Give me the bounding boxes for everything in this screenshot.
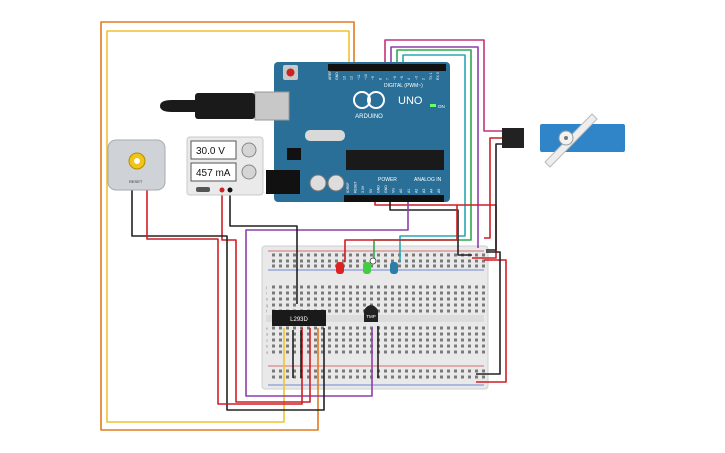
power-supply[interactable]: 30.0 V 457 mA [186,136,264,196]
current-knob[interactable] [241,164,257,180]
breadboard-row-letter: c [266,338,268,343]
arduino-pin-label: AREF [328,71,332,80]
wire-black-motor[interactable] [131,190,325,411]
led-blue[interactable] [390,262,398,274]
arduino-pin-label: ~6 [393,76,397,80]
arduino-pin-label: 12 [350,76,354,80]
breadboard-row-letter: a [266,350,269,355]
wire-yellow[interactable] [106,30,350,423]
arduino-pin-label: RESET [354,180,358,193]
arduino-pin-label: A3 [422,189,426,193]
breadboard-row-letter: e [266,326,269,331]
arduino-pin-label: 13 [342,76,346,80]
arduino-pin-label: 2 [422,78,426,80]
wire-purple-bottom[interactable] [245,197,409,397]
arduino-analog-header: ANALOG IN [414,177,442,183]
breadboard-row-letter: b [266,344,269,349]
arduino-pin-label: A0 [399,189,403,193]
arduino-pin-label: ~10 [364,74,368,80]
power-supply-current: 457 mA [196,168,231,179]
breadboard-row-letter: f [266,309,268,314]
breadboard-row-letter: j [265,285,267,290]
arduino-brand: ARDUINO [355,114,383,120]
breadboard-row-letter: d [266,332,268,337]
wire-red-led[interactable] [344,205,458,262]
wire-black-rail[interactable] [476,251,501,375]
arduino-pin-label: GND [335,72,339,80]
arduino-logo-icon [353,91,385,109]
wire-red-servo[interactable] [484,137,510,239]
wire-black-supply[interactable] [229,191,298,304]
arduino-pin-label: ~9 [371,76,375,80]
wire-red-motor[interactable] [146,190,303,405]
wire-magenta[interactable] [384,39,510,132]
led-red[interactable] [336,262,344,274]
arduino-pin-label: A2 [414,189,418,193]
power-supply-voltage: 30.0 V [196,146,225,157]
arduino-pin-label: TX 1 [429,73,433,80]
breadboard-row-letter: h [266,297,268,302]
arduino-pin-label: A4 [430,189,434,193]
arduino-pin-label: RX 0 [436,72,440,80]
usb-cable [160,93,255,119]
l293d-chip[interactable]: L293D [272,310,326,326]
arduino-pin-label: A1 [407,189,411,193]
wire-orange[interactable] [100,21,355,431]
breadboard-row-letter: g [266,303,268,308]
wire-red-supply[interactable] [221,191,311,403]
sensor-label: TMP [366,314,376,319]
arduino-pin-label: A5 [437,189,441,193]
breadboard-row-letter: i [266,291,267,296]
arduino-pin-label: IOREF [346,182,350,193]
arduino-pin-label: 7 [386,78,390,80]
arduino-model: UNO [398,95,423,107]
breadboard-holes [272,253,485,379]
arduino-pin-label: ~3 [414,76,418,80]
arduino-pin-label: 8 [378,78,382,80]
motor-label: RESET [129,179,143,184]
wire-black-gnd[interactable] [389,197,472,256]
arduino-pin-label: GND [376,185,380,193]
arduino-pin-label: 3.3V [361,185,365,193]
servo-motor[interactable] [502,113,625,168]
wire-green[interactable] [373,49,472,262]
arduino-pin-label: Vin [392,188,396,193]
voltage-knob[interactable] [241,142,257,158]
wire-red-rail[interactable] [476,259,507,383]
arduino-uno[interactable]: ARDUINO UNO DIGITAL (PWM~) POWER ANALOG … [254,62,450,202]
arduino-pin-label: GND [384,185,388,193]
arduino-pin-label: 5V [369,188,373,193]
arduino-pin-label: 4 [407,78,411,80]
arduino-pin-label: ~11 [357,74,361,80]
arduino-on-label: ON [438,104,445,109]
temperature-sensor[interactable]: TMP [364,305,378,322]
ic-label: L293D [290,317,308,323]
arduino-power-header: POWER [378,177,397,183]
arduino-digital-header: DIGITAL (PWM~) [384,83,423,89]
led-green[interactable] [363,257,377,274]
dc-motor[interactable]: RESET [107,139,166,191]
arduino-pin-label: ~5 [400,76,404,80]
wire-purple-top[interactable] [390,46,479,248]
